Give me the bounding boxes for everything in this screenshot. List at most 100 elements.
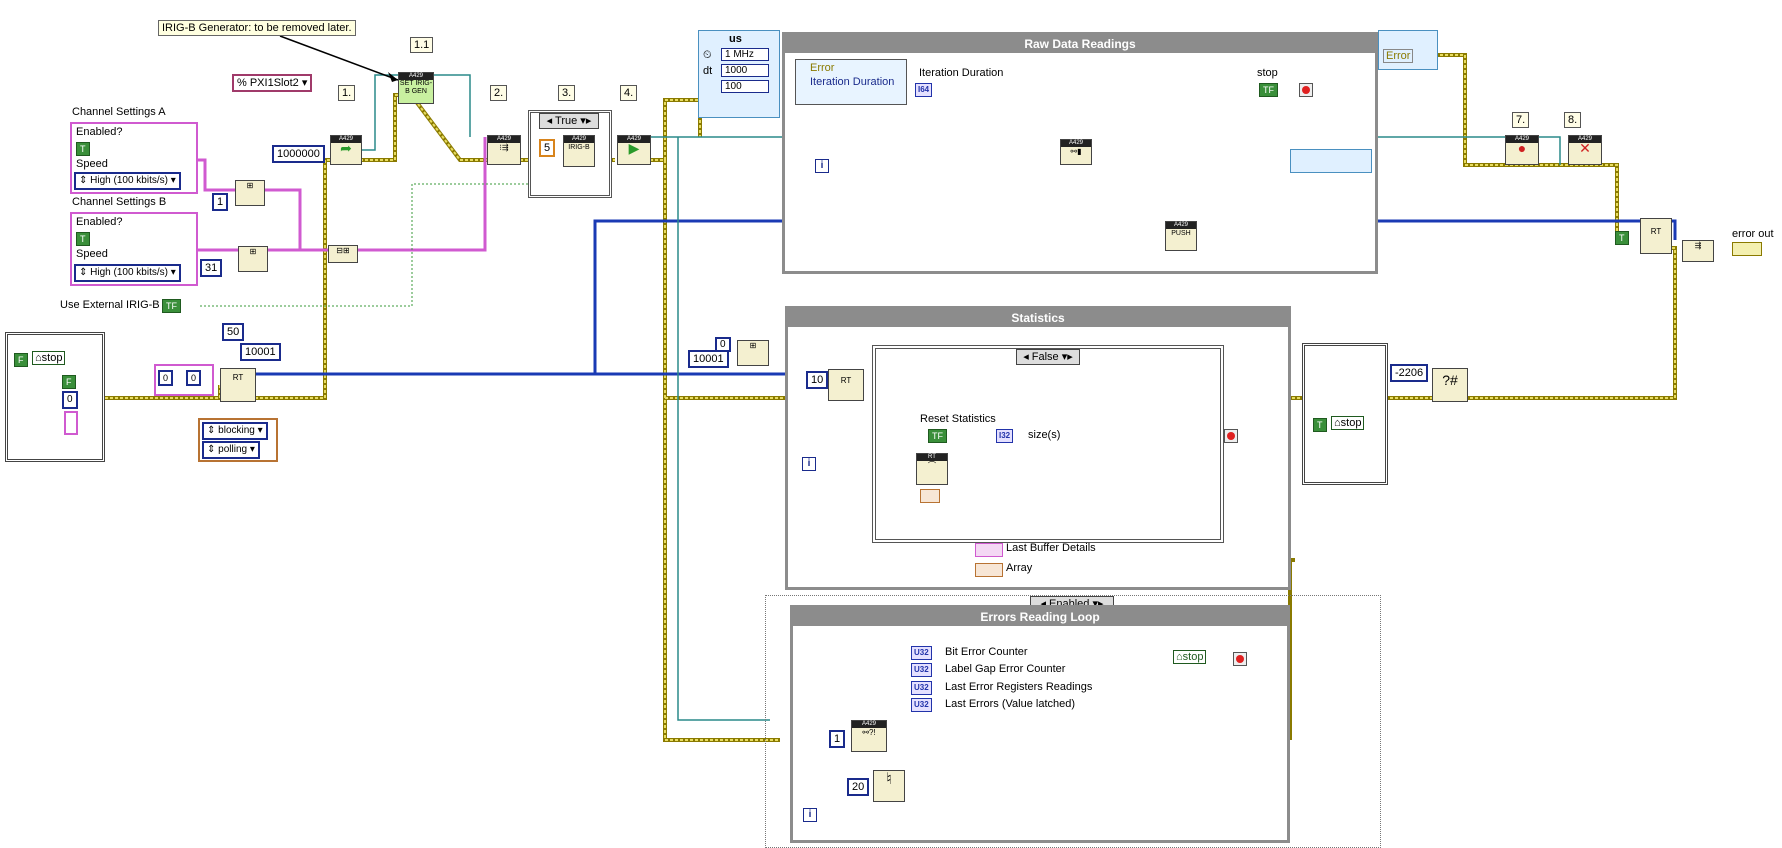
rt-fifo-read-node[interactable]: RT	[828, 369, 864, 401]
raw-data-stop-control[interactable]: TF	[1259, 83, 1278, 97]
channel-a-speed-select[interactable]: ⇕ High (100 kbits/s) ▾	[74, 172, 181, 190]
bundle-node[interactable]: ⊟⊞	[328, 245, 358, 263]
stop-node-header: A429	[1506, 136, 1538, 143]
build-array-b-node[interactable]: ⊞	[238, 246, 268, 272]
errors-one-constant[interactable]: 1	[829, 730, 846, 748]
mode-cluster[interactable]: ⇕ blocking ▾ ⇕ polling ▾	[198, 418, 278, 462]
polling-value: polling	[218, 444, 248, 455]
array-indicator	[975, 563, 1003, 577]
channel-a-speed-value: High (100 kbits/s)	[90, 175, 168, 186]
statistics-node[interactable]: RT⌒	[916, 453, 948, 485]
statistics-title: Statistics	[788, 309, 1288, 327]
read-errors-node[interactable]: A429⚯?!	[851, 720, 887, 752]
merge-errors-glyph: ⇶	[1694, 241, 1702, 250]
stop-node[interactable]: A429●	[1505, 135, 1539, 165]
use-external-irig-toggle[interactable]: TF	[162, 299, 181, 313]
timed-loop-dt[interactable]: 1000	[721, 64, 769, 77]
step-label-2: 2.	[490, 85, 508, 101]
stats-zero-constant[interactable]: 0	[715, 337, 731, 352]
read-errors-glyph: ⚯?!	[862, 728, 876, 737]
channel-b-index-constant[interactable]: 31	[200, 259, 223, 277]
stop-loop-true-constant[interactable]: T	[1313, 418, 1327, 432]
error-out-indicator	[1732, 242, 1762, 256]
error-cluster-constant[interactable]: 0 0	[154, 364, 214, 396]
channel-a-index-constant[interactable]: 1	[212, 193, 229, 211]
errors-loop: Errors Reading Loop ⌂stop U32 Bit Error …	[790, 605, 1290, 843]
buffer-size-constant[interactable]: 10001	[240, 343, 281, 361]
right-true-constant[interactable]: T	[1615, 231, 1629, 245]
init-loop-stop-text: stop	[41, 352, 63, 364]
timed-loop-dt-label: dt	[703, 65, 713, 77]
init-array-node[interactable]: ⊞	[737, 340, 769, 366]
start-node-header: A429	[618, 136, 650, 143]
channel-b-speed-select[interactable]: ⇕ High (100 kbits/s) ▾	[74, 264, 181, 282]
stop-loop-stop-text: stop	[1340, 417, 1362, 429]
raw-data-loop: Raw Data Readings Error Iteration Durati…	[782, 32, 1378, 274]
last-registers-label: Last Error Registers Readings	[945, 681, 1093, 693]
init-node[interactable]: A429➦	[330, 135, 362, 165]
step-label-1-1: 1.1	[410, 37, 434, 53]
stats-size-constant[interactable]: 10001	[688, 350, 729, 368]
config-node[interactable]: A429⁝⇶	[487, 135, 521, 165]
timed-loop-offset[interactable]: 100	[721, 80, 769, 93]
start-node[interactable]: A429▶	[617, 135, 651, 165]
wait-twenty-constant[interactable]: 20	[847, 778, 870, 796]
error-cluster-node[interactable]: ?#	[1432, 368, 1468, 402]
bit-error-u32: U32	[911, 646, 932, 660]
blocking-value: blocking	[218, 425, 255, 436]
five-constant[interactable]: 5	[539, 139, 556, 157]
channel-b-enabled-toggle[interactable]: T	[76, 232, 90, 246]
release-fifo-node[interactable]: RT	[1640, 218, 1672, 254]
timed-loop-clock[interactable]: 1 MHz	[721, 48, 769, 61]
errors-loop-stop-label: ⌂stop	[1173, 650, 1207, 664]
case-irig-selector[interactable]: ◂ True ▾▸	[539, 113, 599, 129]
statistics-node-glyph: ⌒	[928, 461, 936, 470]
fifty-constant[interactable]: 50	[222, 323, 245, 341]
rate-constant[interactable]: 1000000	[272, 145, 325, 163]
channel-b-speed-label: Speed	[76, 248, 108, 260]
polling-select[interactable]: ⇕ polling ▾	[202, 441, 260, 459]
case-statistics-selector[interactable]: ◂ False ▾▸	[1016, 349, 1080, 365]
statistics-loop: Statistics i 10 RT ◂ False ▾▸ Reset Stat…	[785, 306, 1291, 590]
bit-error-label: Bit Error Counter	[945, 646, 1028, 658]
close-node[interactable]: A429✕	[1568, 135, 1602, 165]
blocking-select[interactable]: ⇕ blocking ▾	[202, 422, 268, 440]
read-node-header: A429	[1061, 140, 1091, 147]
raw-data-stop-terminal	[1299, 83, 1313, 97]
reset-statistics-label: Reset Statistics	[920, 413, 996, 425]
init-loop-zero[interactable]: 0	[62, 391, 78, 409]
case-irig-label: True	[555, 115, 578, 127]
channel-a-enabled-label: Enabled?	[76, 126, 123, 138]
config-node-glyph: ⁝⇶	[499, 143, 509, 152]
rt-fifo-create-node[interactable]: RT	[220, 368, 256, 402]
case-statistics: ◂ False ▾▸ Reset Statistics TF I32 size(…	[872, 345, 1224, 543]
init-loop-false-constant[interactable]: F	[14, 353, 28, 367]
irig-config-header: A429	[564, 136, 594, 143]
reset-statistics-control[interactable]: TF	[928, 429, 947, 443]
error-cluster-right-zero: 0	[186, 370, 202, 386]
merge-errors-node[interactable]: ⇶	[1682, 240, 1714, 262]
close-icon: ✕	[1579, 140, 1591, 156]
config-node-header: A429	[488, 136, 520, 143]
error-code-constant[interactable]: -2206	[1390, 364, 1429, 382]
array-label: Array	[1006, 562, 1033, 574]
build-array-b-glyph: ⊞	[249, 247, 257, 256]
release-fifo-glyph: RT	[1650, 227, 1662, 236]
stats-ten-constant[interactable]: 10	[806, 371, 829, 389]
read-node[interactable]: A429⚯▮	[1060, 139, 1092, 165]
size-i32-indicator: I32	[996, 429, 1014, 443]
push-node-header: A429	[1166, 222, 1196, 229]
init-loop-false-right[interactable]: F	[62, 375, 76, 389]
channel-a-enabled-toggle[interactable]: T	[76, 142, 90, 156]
channel-a-cluster[interactable]: Enabled? T Speed ⇕ High (100 kbits/s) ▾	[70, 122, 198, 194]
resource-name-control[interactable]: % PXI1Slot2 ▾	[232, 74, 313, 92]
wait-node[interactable]: ♮	[873, 770, 905, 802]
channel-b-cluster[interactable]: Enabled? T Speed ⇕ High (100 kbits/s) ▾	[70, 212, 198, 286]
error-cluster-left-zero: 0	[158, 370, 174, 386]
statistics-iteration-terminal: i	[802, 457, 816, 471]
build-array-a-node[interactable]: ⊞	[235, 180, 265, 206]
